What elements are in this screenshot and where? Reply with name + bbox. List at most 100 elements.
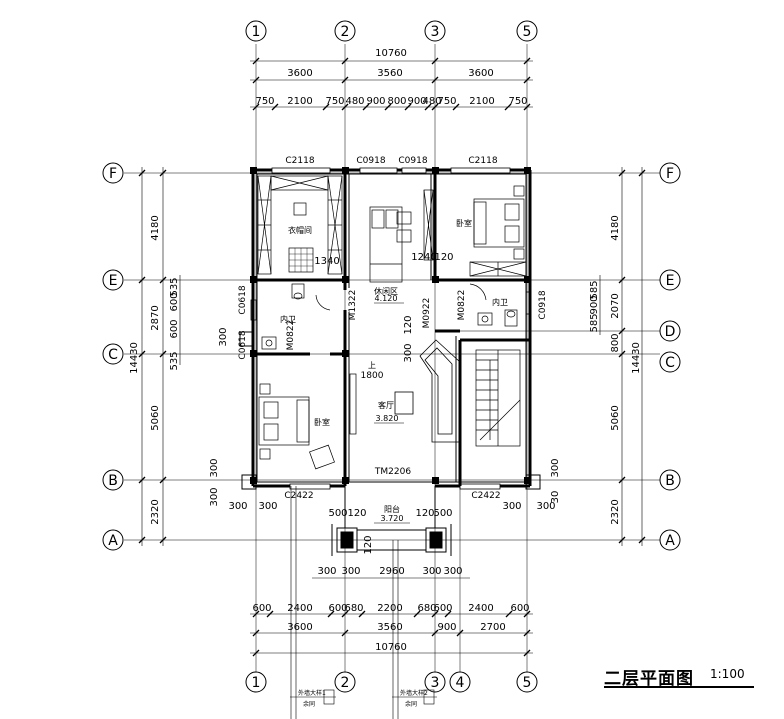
dim-left-3: 2320 bbox=[150, 499, 161, 524]
door-label-m0822-b: M0822 bbox=[457, 290, 467, 321]
window-label-c0918-right: C0918 bbox=[538, 290, 548, 319]
dim-misc-500-l: 500 bbox=[328, 508, 347, 519]
room-label-bath-e: 内卫 bbox=[492, 297, 508, 307]
axis-label-left-F: F bbox=[109, 166, 117, 182]
dim-bot-r2-3: 2700 bbox=[480, 622, 505, 633]
room-label-bath-w: 内卫 bbox=[280, 314, 296, 324]
title-underline bbox=[604, 686, 754, 688]
dim-left-sub-3: 535 bbox=[169, 351, 180, 370]
dim-left-total: 14430 bbox=[129, 342, 140, 374]
living-level: 3.820 bbox=[376, 414, 399, 423]
closet-shelves bbox=[257, 175, 343, 275]
axis-label-left-C: C bbox=[108, 347, 118, 363]
bath-w-fixtures bbox=[261, 283, 331, 350]
stair bbox=[349, 349, 521, 447]
dim-top-r2-10: 750 bbox=[508, 96, 527, 107]
dim-misc-300-l2: 300 bbox=[258, 501, 277, 512]
door-label-tm2206: TM2206 bbox=[374, 467, 411, 477]
dim-bot-r1-8: 600 bbox=[510, 603, 529, 614]
axis-bubbles bbox=[102, 20, 681, 693]
dim-top-r1-1: 3560 bbox=[377, 68, 402, 79]
dim-left-0: 4180 bbox=[150, 215, 161, 240]
dim-right-sub-0: 585 bbox=[589, 280, 600, 299]
dim-bot-r1-0: 600 bbox=[252, 603, 271, 614]
dim-misc-500-r: 500 bbox=[433, 508, 452, 519]
axis-label-bottom-2: 2 bbox=[341, 675, 350, 691]
bedroom-w-furniture bbox=[258, 383, 335, 470]
axis-label-top-5: 5 bbox=[523, 24, 532, 40]
dim-bot-r1-4: 2200 bbox=[377, 603, 402, 614]
dim-left-sub-1: 600 bbox=[169, 292, 180, 311]
axis-label-bottom-1: 1 bbox=[252, 675, 261, 691]
dim-bot-r1-2: 600 bbox=[328, 603, 347, 614]
dim-right-1: 2070 bbox=[610, 293, 621, 318]
lounge-counter bbox=[369, 206, 412, 283]
axis-label-right-F: F bbox=[666, 166, 674, 182]
dim-total-top: 10760 bbox=[375, 48, 407, 59]
bedroom-ne-furniture bbox=[423, 185, 527, 277]
axis-label-top-2: 2 bbox=[341, 24, 350, 40]
dim-top-r2-4: 900 bbox=[366, 96, 385, 107]
dim-misc-120-l: 120 bbox=[347, 508, 366, 519]
door-label-m1322: M1322 bbox=[348, 290, 358, 321]
dim-top-r2-3: 480 bbox=[345, 96, 364, 107]
bath-e-fixtures bbox=[469, 283, 518, 327]
dim-top-r2-5: 800 bbox=[387, 96, 406, 107]
dim-top-r2-7: 480 bbox=[422, 96, 441, 107]
dim-bot-r1-5: 680 bbox=[417, 603, 436, 614]
dim-misc-300-v6: 300 bbox=[403, 343, 414, 362]
stair-num-label: 1800 bbox=[361, 371, 384, 381]
dim-top-r2-1: 2100 bbox=[287, 96, 312, 107]
dim-misc-300-v5: 300 bbox=[218, 327, 229, 346]
drawing-title-block: 二层平面图 1:100 bbox=[604, 664, 764, 689]
axis-label-top-3: 3 bbox=[431, 24, 440, 40]
dim-bot-r1-7: 2400 bbox=[468, 603, 493, 614]
living-sofa bbox=[394, 339, 461, 443]
window-label-c0918-a: C0918 bbox=[356, 156, 385, 166]
dimension-lines bbox=[138, 57, 646, 657]
dim-balc-3: 300 bbox=[422, 566, 441, 577]
axis-label-right-B: B bbox=[665, 473, 675, 489]
dim-right-sub-2: 585 bbox=[589, 313, 600, 332]
dim-right-sub-1: 900 bbox=[589, 295, 600, 314]
dim-top-r2-8: 750 bbox=[437, 96, 456, 107]
dim-misc-120: 120 bbox=[434, 252, 453, 263]
axis-label-top-1: 1 bbox=[252, 24, 261, 40]
dim-misc-300-v1: 300 bbox=[209, 458, 220, 477]
dim-right-3: 5060 bbox=[610, 405, 621, 430]
dim-misc-120-r: 120 bbox=[415, 508, 434, 519]
axis-label-left-A: A bbox=[108, 533, 118, 549]
dim-balc-4: 300 bbox=[443, 566, 462, 577]
detail-label-right: 外墙大样2 bbox=[400, 689, 428, 697]
axis-label-right-E: E bbox=[666, 273, 675, 289]
window-label-c0618-b: C0618 bbox=[238, 330, 248, 359]
detail-sub-right: 余同 bbox=[405, 700, 417, 708]
dim-bot-r1-6: 600 bbox=[433, 603, 452, 614]
dim-top-r2-6: 900 bbox=[407, 96, 426, 107]
dim-bot-r2-0: 3600 bbox=[287, 622, 312, 633]
window-label-c2422-right: C2422 bbox=[471, 491, 500, 501]
balcony bbox=[331, 486, 452, 556]
dim-right-total: 14430 bbox=[631, 342, 642, 374]
room-label-bedroom-w: 卧室 bbox=[314, 417, 330, 427]
corner-piers bbox=[239, 331, 541, 490]
dim-left-sub-0: 535 bbox=[169, 277, 180, 296]
lounge-level: 4.120 bbox=[375, 294, 398, 303]
window-label-c0618-a: C0618 bbox=[238, 285, 248, 314]
detail-callouts bbox=[290, 486, 437, 719]
axis-label-bottom-3: 3 bbox=[431, 675, 440, 691]
axis-label-bottom-5: 5 bbox=[523, 675, 532, 691]
door-label-m0822-a: M0822 bbox=[286, 320, 296, 351]
dim-left-2: 5060 bbox=[150, 405, 161, 430]
dim-balc-1: 300 bbox=[341, 566, 360, 577]
axis-label-right-D: D bbox=[665, 324, 676, 340]
dim-misc-120-v1: 120 bbox=[403, 315, 414, 334]
window-label-c2118-right: C2118 bbox=[468, 156, 497, 166]
ottoman-grid bbox=[289, 248, 313, 272]
axis-label-right-A: A bbox=[665, 533, 675, 549]
dim-top-r2-2: 750 bbox=[325, 96, 344, 107]
axis-label-bottom-4: 4 bbox=[456, 675, 465, 691]
dim-misc-300-v2: 300 bbox=[209, 487, 220, 506]
dim-misc-300-v4: 30 bbox=[550, 491, 561, 504]
windows-top bbox=[250, 167, 532, 490]
